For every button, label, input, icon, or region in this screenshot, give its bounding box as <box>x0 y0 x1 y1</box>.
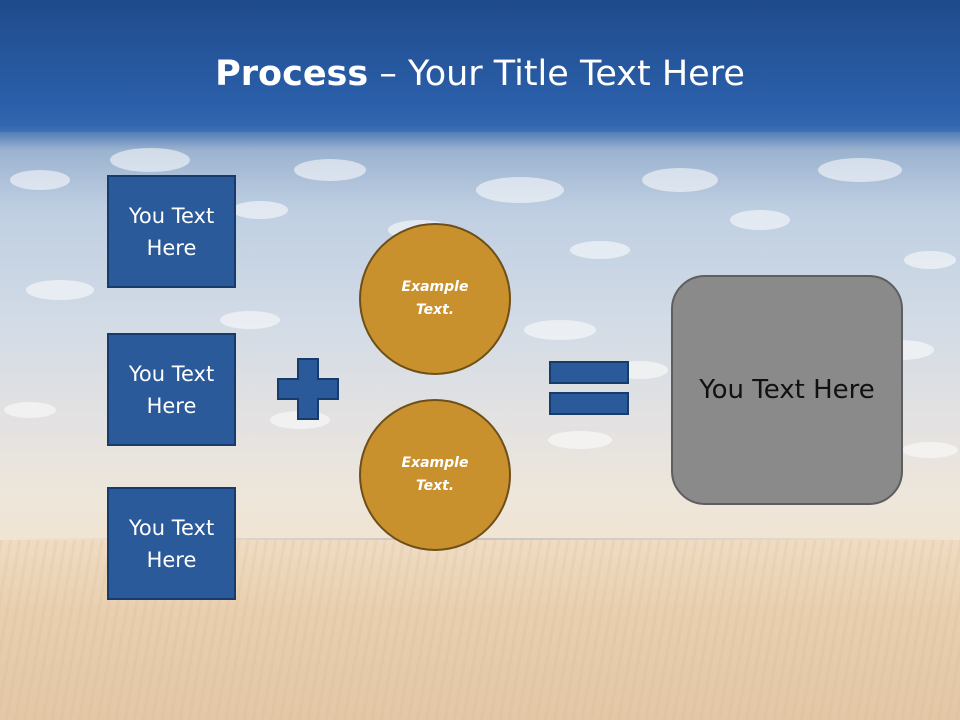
plus-icon <box>277 358 339 420</box>
text-box-line: You Text <box>128 361 215 386</box>
text-box-line: Here <box>146 393 197 418</box>
text-box-line: Here <box>146 235 197 260</box>
text-box-line: You Text <box>128 515 215 540</box>
equals-icon <box>549 361 629 415</box>
text-box-line: You Text <box>128 203 215 228</box>
circle-text-line: Example <box>401 455 469 471</box>
result-box[interactable]: You Text Here <box>671 275 903 505</box>
text-box-line: Here <box>146 547 197 572</box>
slide-title[interactable]: Process – Your Title Text Here <box>0 52 960 96</box>
title-bar <box>0 0 960 132</box>
result-text: You Text Here <box>699 375 875 405</box>
title-rest-part: – Your Title Text Here <box>368 54 745 94</box>
title-bold-part: Process <box>215 54 369 94</box>
circle-text-line: Text. <box>415 302 455 318</box>
circle-text-line: Example <box>401 279 469 295</box>
circle-text-line: Text. <box>415 478 455 494</box>
